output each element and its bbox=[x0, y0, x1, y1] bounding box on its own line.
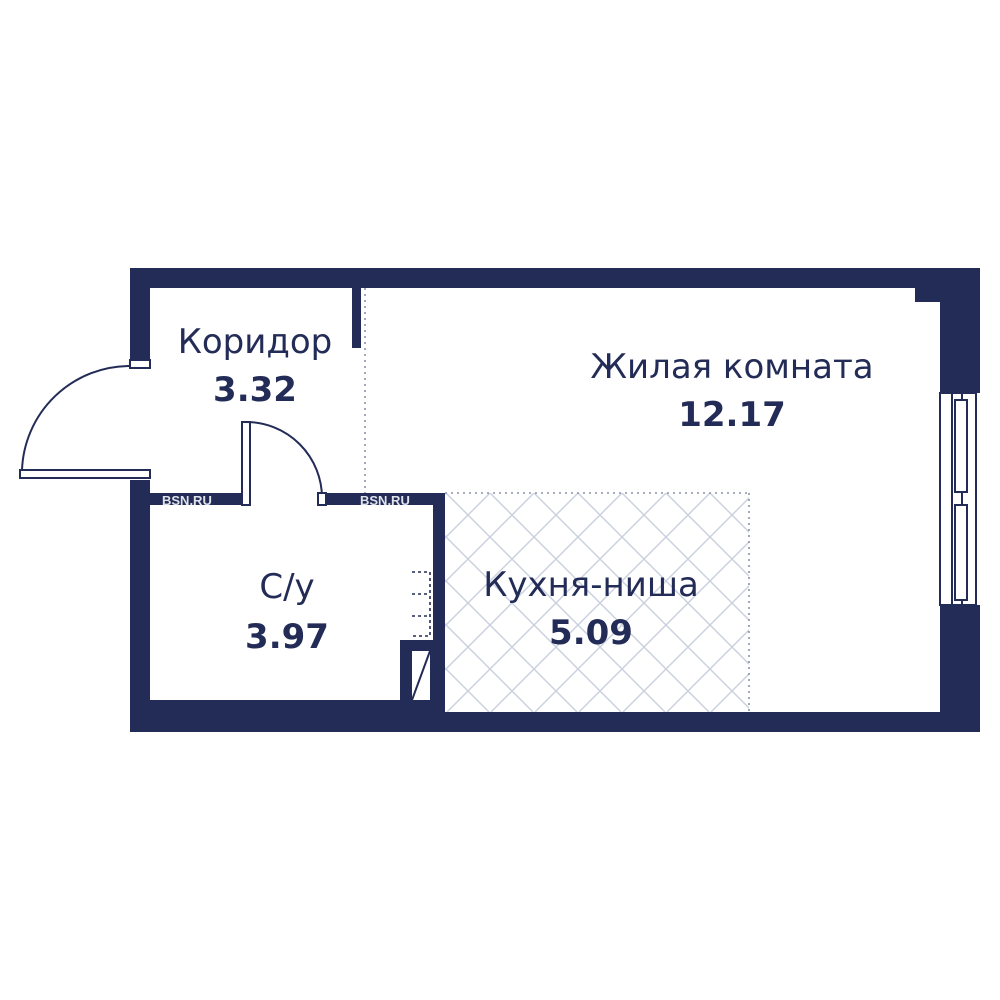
room-name-bathroom: С/у bbox=[259, 567, 314, 607]
kitchen-grid-line bbox=[666, 629, 749, 712]
kitchen-grid-line bbox=[445, 623, 534, 712]
kitchen-grid-line bbox=[445, 535, 622, 712]
kitchen-grid-line bbox=[622, 585, 749, 712]
kitchen-grid-line bbox=[445, 667, 490, 712]
window-sash-top bbox=[954, 399, 968, 493]
shaft-diagonal bbox=[411, 650, 431, 701]
room-area-corridor: 3.32 bbox=[213, 370, 297, 410]
entrance-door-jamb-top bbox=[129, 359, 151, 369]
dotted-boundaries bbox=[364, 288, 750, 712]
kitchen-grid-line bbox=[490, 493, 711, 712]
kitchen-grid-line bbox=[533, 493, 749, 709]
kitchen-grid-line bbox=[139, 493, 358, 712]
kitchen-grid-line bbox=[445, 493, 666, 712]
wall-left-upper bbox=[130, 268, 150, 360]
wall-bottom bbox=[130, 712, 980, 732]
kitchen-grid-line bbox=[709, 493, 749, 533]
kitchen-grid-line bbox=[445, 579, 578, 712]
wall-right-lower bbox=[940, 605, 980, 732]
entrance-door-leaf bbox=[19, 469, 151, 479]
room-area-kitchen: 5.09 bbox=[549, 613, 633, 653]
bath-fixture-marks bbox=[412, 571, 431, 637]
kitchen-grid-line bbox=[51, 493, 270, 712]
room-name-corridor: Коридор bbox=[178, 322, 333, 362]
room-name-living: Жилая комната bbox=[590, 347, 873, 387]
kitchen-grid-line bbox=[445, 493, 623, 671]
kitchen-grid-line bbox=[578, 541, 749, 712]
wall-stub-corridor bbox=[352, 288, 361, 348]
kitchen-grid-line bbox=[710, 673, 749, 712]
kitchen-grid-line bbox=[445, 493, 535, 583]
bathroom-door[interactable] bbox=[241, 421, 327, 506]
window-sash-bottom bbox=[954, 504, 968, 601]
kitchen-grid-line bbox=[489, 493, 710, 712]
watermark-left: BSN.RU bbox=[162, 493, 212, 508]
kitchen-grid-line bbox=[7, 493, 226, 712]
bathroom-door-jamb bbox=[317, 492, 327, 506]
wall-top bbox=[130, 268, 980, 288]
kitchen-grid-line bbox=[665, 493, 749, 577]
wall-left-lower bbox=[130, 480, 150, 732]
kitchen-grid-line bbox=[445, 493, 579, 627]
window bbox=[939, 392, 977, 606]
room-area-living: 12.17 bbox=[678, 395, 786, 435]
kitchen-grid-pattern bbox=[7, 493, 749, 712]
kitchen-grid-line bbox=[534, 497, 749, 712]
entrance-door-swing-arc bbox=[21, 365, 131, 471]
kitchen-grid-line bbox=[446, 493, 667, 712]
watermark-right: BSN.RU bbox=[360, 493, 410, 508]
entrance-door[interactable] bbox=[19, 359, 151, 479]
wall-corner-notch bbox=[915, 288, 940, 302]
kitchen-grid-line bbox=[577, 493, 749, 665]
wall-right-upper bbox=[940, 268, 980, 393]
wall-bath-bottom bbox=[150, 700, 445, 712]
wall-bath-kitchen bbox=[433, 493, 445, 712]
room-name-kitchen: Кухня-ниша bbox=[483, 565, 699, 605]
wall-bath-top-right bbox=[322, 493, 445, 505]
room-area-bathroom: 3.97 bbox=[245, 617, 329, 657]
kitchen-grid-line bbox=[445, 493, 491, 539]
bathroom-door-swing-arc bbox=[245, 421, 323, 499]
ventilation-shaft bbox=[411, 650, 431, 701]
wall-bath-top-left bbox=[150, 493, 242, 505]
kitchen-grid-line bbox=[621, 493, 749, 621]
bathroom-door-leaf bbox=[241, 421, 251, 506]
